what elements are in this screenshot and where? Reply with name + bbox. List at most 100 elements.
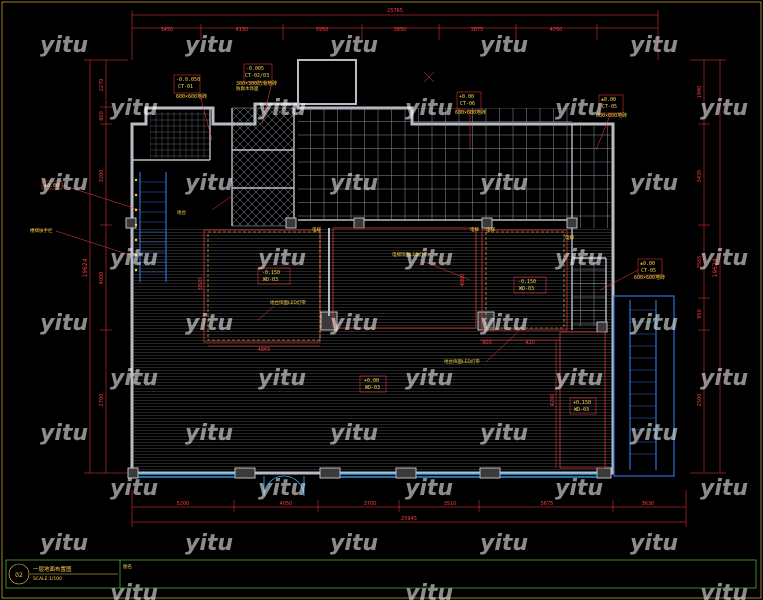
svg-text:yitu: yitu	[258, 246, 306, 271]
svg-text:yitu: yitu	[258, 476, 306, 501]
svg-text:yitu: yitu	[185, 311, 233, 336]
top-dim-3: 3950	[316, 27, 329, 33]
svg-text:yitu: yitu	[110, 366, 158, 391]
svg-text:yitu: yitu	[185, 531, 233, 556]
storefront-glazing	[138, 473, 597, 478]
room-tag-9: +0.150 WD-03	[569, 397, 597, 415]
svg-text:yitu: yitu	[40, 171, 88, 196]
top-dim-5: 3875	[471, 27, 484, 33]
platform-led-strips	[207, 231, 565, 341]
svg-text:yitu: yitu	[330, 33, 378, 58]
left-dim-4: 4000	[99, 272, 105, 285]
svg-text:yitu: yitu	[630, 311, 678, 336]
top-dim-2: 4150	[236, 27, 249, 33]
inner-dim-width-left: 4865	[258, 347, 271, 353]
svg-text:+0.150: +0.150	[573, 400, 591, 406]
sheet-label: 图名	[123, 563, 132, 570]
svg-text:yitu: yitu	[700, 96, 748, 121]
top-dimension-chain	[131, 10, 659, 60]
svg-text:WD-03: WD-03	[263, 277, 278, 283]
bottom-dim-2: 4050	[280, 501, 293, 507]
svg-text:±0.00: ±0.00	[44, 183, 59, 189]
wood-floor-area	[134, 228, 611, 471]
svg-text:yitu: yitu	[700, 476, 748, 501]
structural-columns	[125, 217, 612, 479]
room-tag-7: -0.150 WD-03	[513, 276, 547, 294]
svg-text:yitu: yitu	[630, 33, 678, 58]
room-tag-8: +0.00 WD-03	[359, 375, 387, 393]
svg-text:yitu: yitu	[405, 246, 453, 271]
svg-text:WD-03: WD-03	[365, 385, 380, 391]
title-block	[5, 559, 757, 589]
svg-text:yitu: yitu	[405, 366, 453, 391]
svg-text:yitu: yitu	[185, 171, 233, 196]
tile-floor-large	[298, 108, 572, 220]
top-dim-4: 3850	[394, 27, 407, 33]
svg-text:yitu: yitu	[555, 96, 603, 121]
top-dim-6: 4050	[550, 27, 563, 33]
bottom-total-dimension: 25945	[401, 516, 417, 522]
bottom-dim-5: 5675	[541, 501, 554, 507]
north-mark	[423, 71, 435, 83]
bottom-dimension-chain	[131, 490, 687, 527]
svg-text:yitu: yitu	[630, 421, 678, 446]
svg-text:yitu: yitu	[700, 366, 748, 391]
svg-text:600×600地砖: 600×600地砖	[176, 93, 207, 100]
svg-text:±0.00: ±0.00	[601, 97, 616, 103]
note-led-strip-2: 地台饰面LED灯带	[270, 299, 306, 306]
right-dim-1: 1940	[697, 86, 703, 99]
inner-dim-height-right: 4200	[550, 394, 556, 407]
note-elevator-3: 电梯	[565, 234, 574, 241]
drawing-scale: SCALE:1/100	[33, 576, 62, 582]
left-dim-3: 3200	[99, 170, 105, 183]
right-dimension-chain	[690, 59, 726, 474]
left-dim-2: 800	[99, 111, 105, 121]
room-tag-5: ±0.00 CT-05 600×600地砖	[634, 258, 665, 281]
note-stair-railing: 楼梯扶手栏	[30, 227, 53, 234]
svg-text:yitu: yitu	[185, 421, 233, 446]
small-tile-area	[150, 112, 210, 158]
svg-text:CT-02/03: CT-02/03	[245, 73, 269, 79]
svg-text:yitu: yitu	[110, 96, 158, 121]
svg-text:yitu: yitu	[110, 476, 158, 501]
note-led-strip-1: 电梯饰面LED灯带	[392, 251, 428, 258]
svg-text:yitu: yitu	[40, 311, 88, 336]
entrance-door	[263, 475, 305, 497]
note-led-strip-3: 地台饰面LED灯带	[444, 358, 480, 365]
svg-text:yitu: yitu	[555, 366, 603, 391]
room-tag-1: -0.0.050 CT-01 600×600地砖	[173, 74, 207, 100]
svg-text:+0.00: +0.00	[364, 378, 379, 384]
svg-text:±0.00: ±0.00	[640, 261, 655, 267]
svg-text:yitu: yitu	[480, 171, 528, 196]
svg-text:yitu: yitu	[480, 531, 528, 556]
watermark-layer: yitu yitu yitu yitu yitu yitu yitu yitu …	[40, 33, 748, 600]
svg-text:yitu: yitu	[330, 531, 378, 556]
top-dim-1: 3450	[161, 27, 174, 33]
bottom-dim-6: 3630	[642, 501, 655, 507]
bottom-dim-4: 3510	[444, 501, 457, 507]
svg-text:-0.150: -0.150	[262, 270, 280, 276]
svg-text:-0.0.050: -0.0.050	[176, 77, 200, 83]
tile-floor-right	[572, 126, 611, 228]
note-elevator-1: 电梯	[312, 226, 321, 233]
right-dim-4: 950	[697, 309, 703, 319]
top-total-dimension: 25765	[387, 8, 403, 14]
svg-text:yitu: yitu	[405, 96, 453, 121]
room-tag-6: -0.150 WD-03	[257, 267, 291, 285]
svg-text:yitu: yitu	[40, 531, 88, 556]
svg-text:CT-05: CT-05	[602, 104, 617, 110]
svg-text:CT-05: CT-05	[641, 268, 656, 274]
svg-text:yitu: yitu	[110, 246, 158, 271]
left-total-dimension: 19624	[82, 258, 89, 277]
svg-text:yitu: yitu	[480, 311, 528, 336]
note-elevator-4: 电梯	[470, 226, 479, 233]
svg-text:yitu: yitu	[330, 311, 378, 336]
svg-text:yitu: yitu	[330, 171, 378, 196]
svg-text:yitu: yitu	[700, 581, 748, 600]
left-dim-1: 2270	[99, 79, 105, 92]
right-dim-3: 3565	[697, 256, 703, 269]
svg-text:WD-03: WD-03	[519, 286, 534, 292]
bottom-dim-3: 3700	[364, 501, 377, 507]
building-walls	[130, 59, 615, 475]
